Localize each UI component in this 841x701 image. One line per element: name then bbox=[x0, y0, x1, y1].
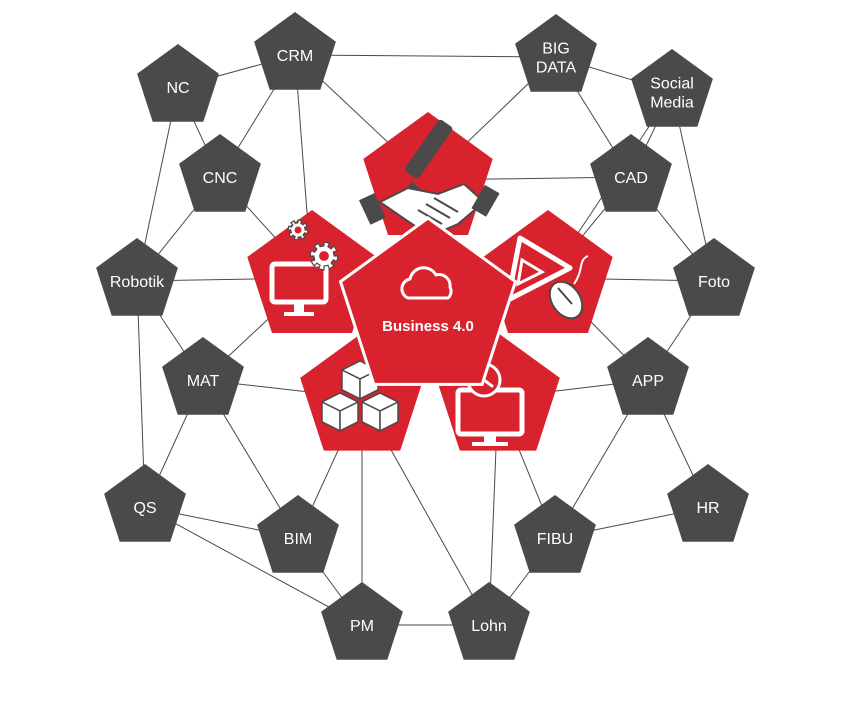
node-label: APP bbox=[632, 373, 664, 390]
node-label: Lohn bbox=[471, 618, 507, 635]
cloud-icon bbox=[400, 266, 453, 300]
edge-qs-pm bbox=[144, 506, 363, 626]
accent-tile-left bbox=[247, 210, 377, 333]
accent-tiles bbox=[247, 112, 613, 451]
accent-tile-right bbox=[483, 210, 613, 333]
node-shape bbox=[631, 49, 713, 127]
node-label: CAD bbox=[614, 170, 648, 187]
node-label: Foto bbox=[698, 274, 730, 291]
node-foto: Foto bbox=[673, 238, 755, 316]
monitor-gears-icon bbox=[269, 219, 339, 316]
ruler-mouse-icon bbox=[505, 235, 589, 320]
node-shape bbox=[254, 12, 336, 90]
node-robotik: Robotik bbox=[96, 238, 178, 316]
node-label: CNC bbox=[203, 170, 238, 187]
node-shape bbox=[590, 134, 672, 212]
center-label: Business 4.0 bbox=[382, 318, 474, 335]
cubes-icon bbox=[320, 360, 400, 433]
node-shape bbox=[515, 14, 597, 92]
node-label: HR bbox=[696, 500, 719, 517]
node-label: Media bbox=[650, 95, 694, 112]
node-shape bbox=[607, 337, 689, 415]
node-shape bbox=[257, 495, 339, 573]
node-shape bbox=[448, 582, 530, 660]
node-label: DATA bbox=[536, 60, 577, 77]
node-label: BIM bbox=[284, 531, 312, 548]
node-label: PM bbox=[350, 618, 374, 635]
node-app: APP bbox=[607, 337, 689, 415]
node-shape bbox=[162, 337, 244, 415]
node-pm: PM bbox=[321, 582, 403, 660]
node-label: CRM bbox=[277, 48, 313, 65]
accent-tile-top bbox=[359, 112, 500, 238]
node-lohn: Lohn bbox=[448, 582, 530, 660]
node-hr: HR bbox=[667, 464, 749, 542]
node-label: BIG bbox=[542, 41, 570, 58]
node-label: Social bbox=[650, 76, 694, 93]
node-crm: CRM bbox=[254, 12, 336, 90]
node-fibu: FIBU bbox=[514, 495, 596, 573]
node-shape bbox=[96, 238, 178, 316]
edge-crm-bigdata bbox=[294, 54, 557, 58]
node-shape bbox=[137, 44, 219, 122]
node-bim: BIM bbox=[257, 495, 339, 573]
node-cnc: CNC bbox=[179, 134, 261, 212]
node-cad: CAD bbox=[590, 134, 672, 212]
node-mat: MAT bbox=[162, 337, 244, 415]
node-label: NC bbox=[166, 80, 189, 97]
node-shape bbox=[667, 464, 749, 542]
node-qs: QS bbox=[104, 464, 186, 542]
center-node: Business 4.0 bbox=[338, 216, 518, 386]
handshake-pen-icon bbox=[359, 119, 500, 238]
node-nc: NC bbox=[137, 44, 219, 122]
node-shape bbox=[673, 238, 755, 316]
center-pentagon bbox=[338, 216, 518, 386]
node-shape bbox=[321, 582, 403, 660]
node-shape bbox=[514, 495, 596, 573]
node-shape bbox=[179, 134, 261, 212]
node-shape bbox=[104, 464, 186, 542]
node-label: QS bbox=[133, 500, 156, 517]
node-label: Robotik bbox=[110, 274, 165, 291]
node-label: FIBU bbox=[537, 531, 573, 548]
node-label: MAT bbox=[187, 373, 220, 390]
node-bigdata: BIG DATA bbox=[515, 14, 597, 92]
